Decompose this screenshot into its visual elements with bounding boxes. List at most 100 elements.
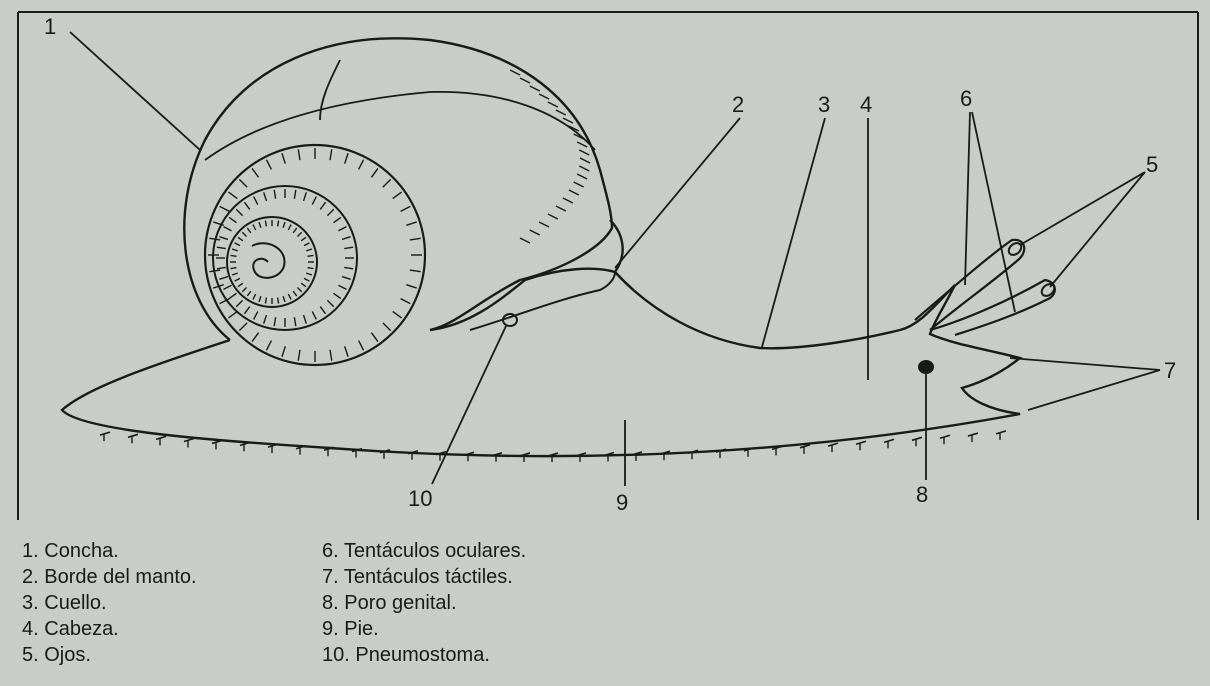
hatch-stroke (556, 110, 566, 115)
hatch-stroke (220, 206, 230, 211)
leader-10 (432, 326, 506, 484)
legend-left-column: 1. Concha. 2. Borde del manto. 3. Cuello… (22, 538, 197, 668)
leader-5b (1050, 172, 1145, 287)
hatch-stroke (856, 441, 866, 444)
eye-tentacle-lower (930, 280, 1055, 335)
leader-3 (762, 118, 825, 347)
legend-item: 10. Pneumostoma. (322, 642, 526, 668)
hatch-stroke (308, 255, 314, 256)
callout-5: 5 (1146, 152, 1158, 177)
hatch-stroke (406, 285, 416, 288)
hatch-stroke (344, 247, 353, 248)
hatch-stroke (254, 197, 258, 205)
hatch-stroke (577, 142, 587, 147)
hatch-stroke (539, 94, 549, 99)
hatch-stroke (580, 158, 590, 163)
callout-3: 3 (818, 92, 830, 117)
hatch-stroke (383, 179, 391, 187)
hatch-stroke (128, 434, 138, 437)
legend-item: 8. Poro genital. (322, 590, 526, 616)
legend-number: 5. (22, 642, 39, 668)
hatch-stroke (217, 267, 226, 268)
hatch-stroke (236, 300, 242, 306)
legend-number: 10. (322, 642, 350, 668)
hatch-stroke (563, 118, 573, 123)
hatch-stroke (228, 192, 237, 198)
legend-number: 3. (22, 590, 39, 616)
hatch-stroke (371, 333, 377, 342)
legend-item: 6. Tentáculos oculares. (322, 538, 526, 564)
hatch-stroke (238, 283, 243, 287)
legend-label: Borde del manto. (44, 566, 196, 588)
hatch-stroke (371, 168, 377, 177)
hatch-stroke (539, 222, 549, 227)
hatch-stroke (344, 267, 353, 268)
hatch-stroke (247, 228, 251, 233)
hatch-stroke (327, 209, 333, 215)
callout-2: 2 (732, 92, 744, 117)
hatch-stroke (406, 222, 416, 225)
legend-item: 9. Pie. (322, 616, 526, 642)
hatch-stroke (100, 432, 110, 435)
hatch-stroke (278, 221, 279, 227)
hatch-stroke (232, 273, 238, 275)
hatch-stroke (229, 217, 236, 222)
hatch-stroke (247, 291, 251, 296)
hatch-stroke (274, 317, 275, 326)
hatch-stroke (259, 296, 261, 302)
hatch-stroke (242, 287, 246, 291)
hatch-stroke (884, 439, 894, 442)
hatch-stroke (253, 294, 256, 299)
hatch-stroke (334, 293, 341, 298)
hatch-stroke (219, 277, 228, 280)
hatch-stroke (283, 296, 285, 302)
hatch-stroke (828, 443, 838, 446)
hatch-stroke (301, 283, 306, 287)
callout-4: 4 (860, 92, 872, 117)
hatch-stroke (224, 227, 232, 231)
hatch-stroke (579, 150, 589, 155)
hatch-stroke (304, 243, 309, 246)
hatch-stroke (288, 225, 291, 230)
hatch-stroke (264, 315, 267, 324)
legend-label: Pneumostoma. (355, 644, 490, 666)
hatch-stroke (320, 307, 325, 314)
legend-number: 1. (22, 538, 39, 564)
hatch-stroke (574, 182, 584, 187)
hatch-stroke (401, 206, 411, 211)
leader-1 (70, 32, 200, 150)
hatch-stroke (338, 227, 346, 231)
hatch-stroke (184, 438, 194, 441)
legend-item: 7. Tentáculos táctiles. (322, 564, 526, 590)
legend-label: Cabeza. (44, 618, 119, 640)
hatch-stroke (940, 435, 950, 438)
hatch-stroke (298, 350, 300, 361)
hatch-stroke (264, 192, 267, 201)
snail-body-outline (62, 272, 1020, 456)
hatch-stroke (242, 232, 246, 236)
hatch-stroke (304, 278, 309, 281)
hatch-stroke (259, 222, 261, 228)
hatch-stroke (252, 168, 258, 177)
hatch-stroke (393, 311, 402, 317)
hatch-stroke (401, 299, 411, 304)
legend-number: 8. (322, 590, 339, 616)
hatch-stroke (393, 192, 402, 198)
hatch-stroke (345, 153, 348, 163)
hatch-stroke (282, 346, 285, 356)
mantle-inner-line (470, 272, 615, 330)
callout-1: 1 (44, 14, 56, 39)
hatch-stroke (912, 437, 922, 440)
hatch-stroke (232, 249, 238, 251)
hatch-stroke (556, 206, 566, 211)
pneumostoma-opening (503, 314, 517, 326)
hatch-stroke (569, 190, 579, 195)
shell-whorl-1 (205, 145, 425, 365)
shell-spiral-center (252, 243, 284, 278)
legend-number: 6. (322, 538, 339, 564)
hatch-stroke (293, 291, 297, 296)
genital-pore (918, 360, 934, 374)
leader-7b (1028, 370, 1160, 410)
hatch-stroke (968, 433, 978, 436)
hatch-stroke (327, 300, 333, 306)
